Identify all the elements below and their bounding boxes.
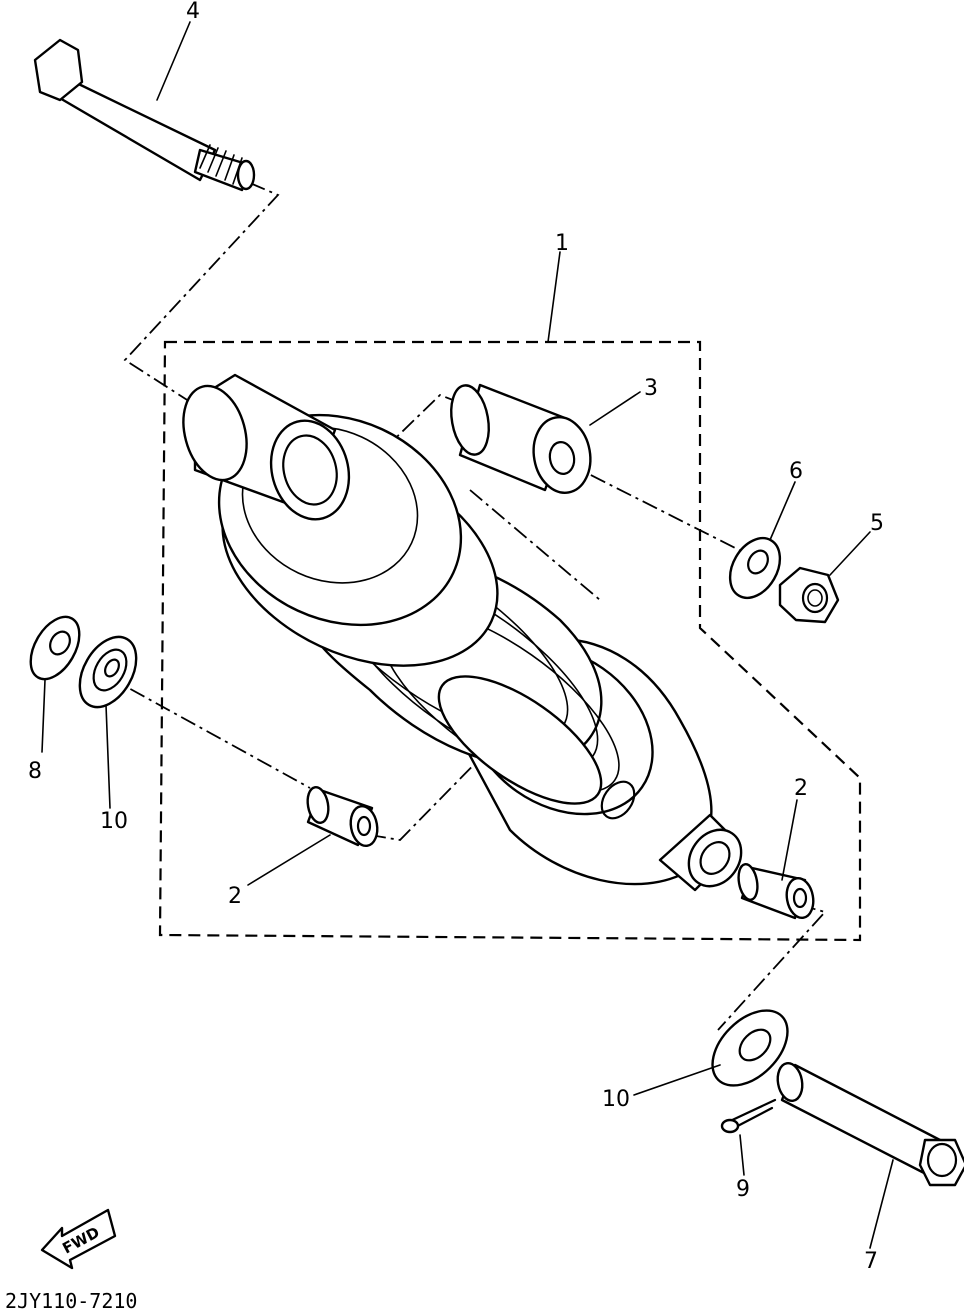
callout-6: 6 (789, 459, 803, 484)
callout-9: 9 (736, 1177, 750, 1202)
callout-2-center: 2 (228, 884, 242, 909)
callout-10-lower: 10 (602, 1087, 630, 1112)
leader-lines (41, 21, 894, 1249)
drawing-code: 2JY110-7210 (5, 1289, 137, 1311)
callout-7: 7 (864, 1249, 878, 1274)
washer-part-6 (728, 536, 782, 600)
callout-4: 4 (186, 0, 200, 24)
callout-8: 8 (28, 759, 42, 784)
nut-part-5 (778, 566, 840, 624)
collar-part-2-right (737, 863, 815, 920)
oil-seal-part-10-left (78, 635, 138, 709)
callout-labels: 4 1 3 6 5 8 10 2 2 10 9 7 (28, 0, 884, 1274)
forward-direction-arrow: FWD (40, 1208, 117, 1270)
collar-part-3 (450, 383, 592, 494)
callout-3: 3 (644, 376, 658, 401)
collar-part-2-center (306, 785, 379, 848)
callout-5: 5 (870, 511, 884, 536)
cotter-pin-part-9 (720, 1098, 777, 1134)
assembly-boundary-outline (158, 340, 862, 942)
washer-part-8 (29, 615, 81, 681)
callout-10-left: 10 (100, 809, 128, 834)
upper-bolt-part-4 (33, 38, 256, 192)
oil-seal-part-10-lower (711, 1009, 789, 1087)
lower-pin-part-7 (776, 1061, 964, 1187)
callout-2-right: 2 (794, 776, 808, 801)
shock-absorber-part-1 (182, 373, 743, 892)
callout-1: 1 (555, 231, 569, 256)
